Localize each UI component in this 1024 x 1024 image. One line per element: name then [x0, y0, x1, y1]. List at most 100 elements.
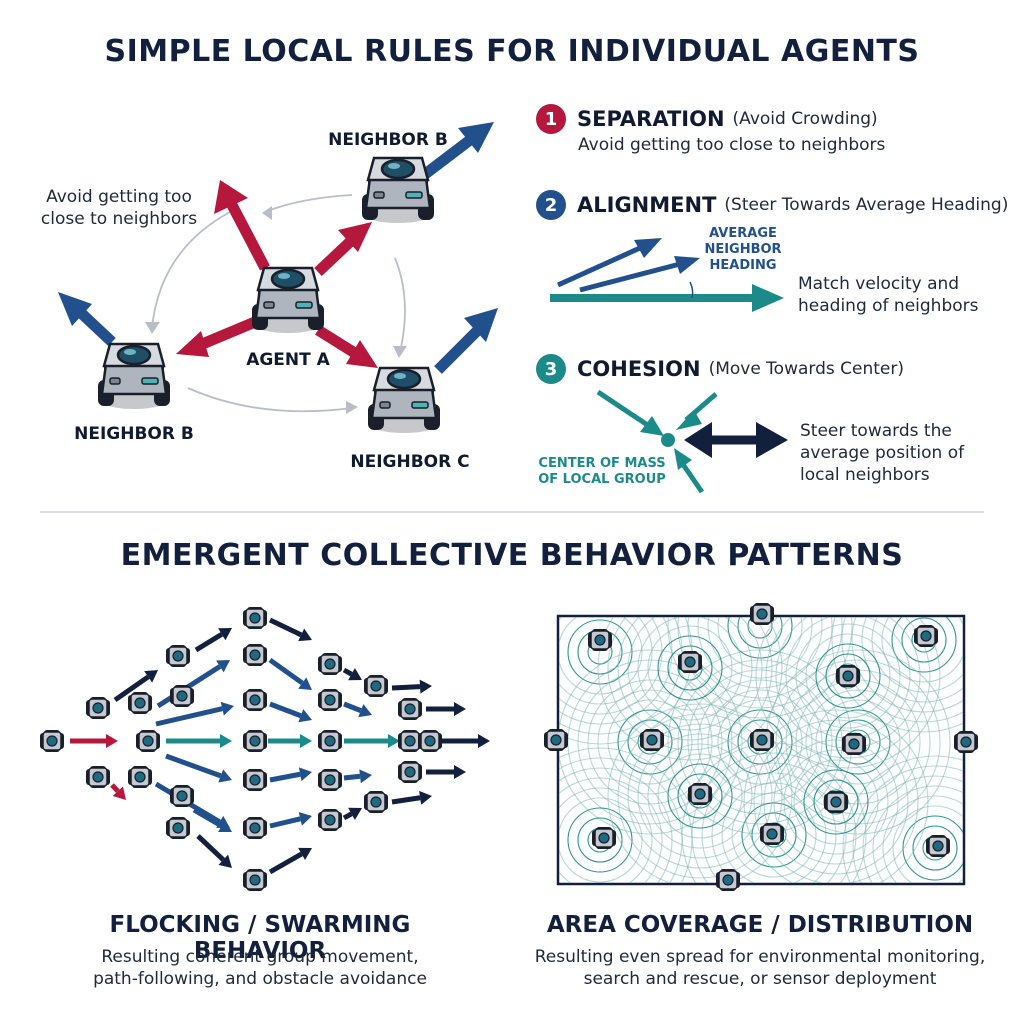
mini-robot-icon	[242, 768, 268, 792]
mini-robot-icon	[841, 732, 867, 756]
signal-ripple	[902, 815, 963, 881]
flocking-desc-line: Resulting coherent group movement,	[101, 947, 419, 967]
patterns-section-title: EMERGENT COLLECTIVE BEHAVIOR PATTERNS	[120, 538, 904, 573]
mini-robot-icon	[242, 729, 268, 753]
neighbor-left-robot-icon	[96, 342, 172, 411]
flow-arrow-icon	[343, 773, 361, 781]
rule-2-desc-line: heading of neighbors	[798, 296, 979, 316]
signal-ripple	[842, 755, 963, 883]
flow-arrow-icon	[268, 657, 304, 686]
rule-3-desc-line: Steer towards the	[800, 421, 952, 441]
neighbor-top-robot-icon	[360, 156, 436, 225]
flow-arrow-icon	[391, 795, 421, 805]
signal-ripple	[687, 669, 833, 815]
flow-arrowhead-icon	[454, 702, 466, 716]
mini-robot-icon	[85, 765, 111, 789]
flow-arrowhead-icon	[298, 767, 312, 782]
rule-2-badge: 2	[536, 190, 566, 220]
signal-ripple	[793, 759, 879, 845]
rule-1-name: SEPARATION	[577, 107, 725, 131]
signal-ripple	[627, 719, 673, 765]
mini-robot-icon	[39, 729, 65, 753]
signal-ripple	[617, 713, 783, 879]
mini-robot-icon	[543, 728, 569, 752]
flow-arrowhead-icon	[218, 819, 232, 833]
mini-robot-icon	[363, 790, 389, 814]
agent-a-robot-icon	[250, 266, 326, 335]
signal-ripple	[617, 709, 683, 775]
signal-ripple	[881, 617, 963, 683]
signal-ripple	[691, 752, 857, 883]
signal-ripple	[711, 772, 837, 883]
flow-arrow-icon	[196, 834, 225, 862]
flow-arrow-icon	[268, 617, 303, 638]
mini-robot-icon	[913, 624, 939, 648]
mini-robot-icon	[677, 650, 703, 674]
mini-robot-icon	[749, 728, 775, 752]
flow-arrowhead-icon	[298, 709, 312, 723]
signal-ripple	[707, 689, 813, 795]
signal-ripple	[841, 617, 963, 723]
signal-ripple	[901, 617, 947, 663]
mini-robot-icon	[127, 765, 153, 789]
flow-arrow-icon	[269, 771, 301, 783]
flow-arrowhead-icon	[298, 811, 312, 826]
signal-ripple	[701, 762, 847, 883]
mini-robot-icon	[639, 728, 665, 752]
flow-arrow-icon	[113, 674, 150, 703]
rule-1-subtitle: (Avoid Crowding)	[732, 109, 878, 129]
rule-3-desc-line: average position of	[800, 443, 965, 463]
signal-ripple	[559, 649, 743, 835]
flocking-title: FLOCKING / SWARMING BEHAVIOR	[109, 912, 411, 964]
flow-arrow-icon	[165, 753, 222, 779]
neighbor-c-robot-icon	[366, 366, 442, 435]
signal-ripple	[559, 617, 653, 705]
signal-ripple	[831, 617, 963, 733]
flow-arrow-icon	[342, 667, 353, 677]
mini-robot-icon	[135, 729, 161, 753]
signal-ripple	[783, 749, 889, 855]
flow-arrowhead-icon	[419, 790, 432, 805]
caption-line: OF LOCAL GROUP	[538, 472, 666, 487]
flow-arrowhead-icon	[216, 660, 230, 673]
flow-arrowhead-icon	[348, 807, 362, 820]
mini-robot-icon	[715, 868, 741, 892]
signal-ripple	[731, 792, 817, 878]
average-heading-caption: AVERAGE NEIGHBOR HEADING	[700, 226, 786, 274]
flow-arrow-icon	[342, 811, 353, 821]
flow-arrowhead-icon	[300, 734, 312, 748]
mini-robot-icon	[317, 768, 343, 792]
flow-arrow-icon	[269, 816, 301, 829]
rule-1-description: Avoid getting too close to neighbors	[578, 135, 886, 155]
coverage-desc-line: Resulting even spread for environmental …	[534, 947, 986, 967]
signal-ripple	[815, 699, 901, 785]
coverage-title: AREA COVERAGE / DISTRIBUTION	[546, 912, 974, 938]
signal-ripple	[597, 689, 703, 795]
mini-robot-icon	[165, 644, 191, 668]
alignment-arrows	[550, 238, 784, 312]
signal-ripple	[567, 807, 633, 873]
rule-3-description: Steer towards the average position of lo…	[800, 420, 964, 486]
mini-robot-icon	[242, 816, 268, 840]
avoid-note: Avoid getting too close to neighbors	[24, 186, 214, 230]
signal-ripple	[813, 779, 859, 825]
signal-ripple	[912, 825, 958, 871]
signal-ripple	[755, 617, 941, 769]
signal-ripple	[861, 617, 963, 703]
signal-ripple	[871, 617, 963, 693]
flocking-diagram	[39, 606, 490, 892]
signal-ripple	[627, 617, 753, 731]
flow-arrowhead-icon	[348, 668, 362, 681]
signal-ripple	[765, 617, 931, 759]
flow-arrowhead-icon	[220, 701, 234, 716]
rule-alignment-header: 2 ALIGNMENT (Steer Towards Average Headi…	[536, 190, 1008, 220]
signal-ripple	[803, 769, 869, 835]
signal-ripple	[775, 659, 941, 825]
mini-robot-icon	[397, 760, 423, 784]
signal-ripple	[667, 645, 713, 691]
flocking-description: Resulting coherent group movement, path-…	[40, 946, 480, 990]
flow-arrowhead-icon	[388, 734, 400, 748]
signal-ripple	[805, 689, 911, 795]
flow-arrow-icon	[110, 783, 120, 793]
